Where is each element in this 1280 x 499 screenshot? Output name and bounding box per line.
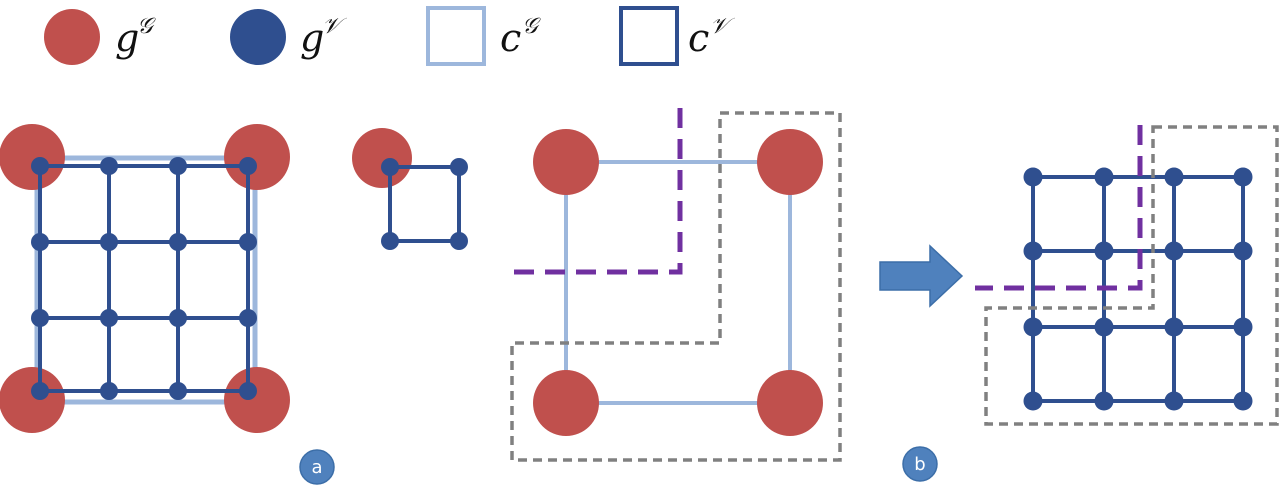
volume-node (31, 382, 49, 400)
volume-node (381, 232, 399, 250)
panel-a-badge: a (299, 449, 335, 485)
volume-node (450, 232, 468, 250)
volume-node (1023, 317, 1043, 337)
volume-node (1094, 317, 1114, 337)
legend-symbol: g (115, 16, 139, 60)
volume-node (1164, 317, 1184, 337)
volume-node (1094, 391, 1114, 411)
volume-node (1094, 167, 1114, 187)
volume-node (1023, 241, 1043, 261)
legend-superscript: 𝒢 (137, 14, 156, 39)
geometry-node (224, 367, 290, 433)
volume-node (239, 382, 257, 400)
panel-b-grid (975, 125, 1279, 426)
volume-node (100, 382, 118, 400)
geometry-cell-swatch (426, 6, 486, 66)
legend-superscript: 𝒢 (522, 14, 541, 39)
cut-line (975, 125, 1143, 291)
panel-a-grid (0, 124, 290, 433)
legend-symbol: c (688, 16, 709, 60)
volume-node (239, 309, 257, 327)
geometry-node (0, 367, 65, 433)
volume-node (1233, 317, 1253, 337)
volume-grid (1023, 167, 1253, 411)
legend-superscript: 𝒱 (710, 14, 735, 39)
legend-symbol: c (500, 16, 521, 60)
panel-a-coarse-cell (510, 108, 842, 462)
volume-node (1164, 391, 1184, 411)
geometry-node (757, 370, 823, 436)
volume-node (31, 233, 49, 251)
volume-cell-small (381, 158, 468, 250)
volume-node (169, 157, 187, 175)
volume-node (31, 157, 49, 175)
region-outline (510, 111, 842, 462)
geometry-node (757, 129, 823, 195)
volume-node (1164, 167, 1184, 187)
geometry-node (533, 129, 599, 195)
volume-node (1233, 241, 1253, 261)
legend-item-volume-cell: c 𝒱 (619, 6, 735, 66)
volume-node (239, 233, 257, 251)
cut-line (512, 108, 683, 275)
geometry-cell-outline (564, 160, 792, 405)
volume-node (100, 309, 118, 327)
legend-item-volume-node: g 𝒱 (230, 9, 347, 65)
volume-node (100, 157, 118, 175)
panel-b-badge: b (902, 446, 938, 482)
geometry-node-swatch (44, 9, 100, 65)
legend-superscript: 𝒱 (322, 14, 347, 39)
geometry-node (224, 124, 290, 190)
panel-a-small-cell (352, 128, 468, 250)
legend: g 𝒢 g 𝒱 c 𝒢 c 𝒱 (44, 6, 735, 66)
badge-circle (299, 449, 335, 485)
geometry-cell-outline (34, 155, 258, 405)
geometry-node (0, 124, 65, 190)
volume-node (169, 309, 187, 327)
volume-node (1233, 391, 1253, 411)
geometry-node (352, 128, 412, 188)
geometry-node (533, 370, 599, 436)
volume-node (239, 157, 257, 175)
volume-node (169, 382, 187, 400)
legend-item-geometry-node: g 𝒢 (44, 9, 156, 65)
volume-node (31, 309, 49, 327)
region-outline (984, 125, 1279, 426)
arrow-right-icon (879, 244, 964, 308)
volume-node (381, 158, 399, 176)
legend-symbol: g (300, 16, 324, 60)
volume-node (169, 233, 187, 251)
volume-node (1023, 167, 1043, 187)
volume-node (450, 158, 468, 176)
volume-node-swatch (230, 9, 286, 65)
panel-a-label: a (311, 457, 322, 478)
volume-node (1094, 241, 1114, 261)
volume-node (1233, 167, 1253, 187)
volume-cell-swatch (619, 6, 679, 66)
legend-item-geometry-cell: c 𝒢 (426, 6, 541, 66)
volume-node (1023, 391, 1043, 411)
volume-grid (31, 157, 257, 400)
panel-b-label: b (914, 454, 925, 475)
volume-node (100, 233, 118, 251)
badge-circle (902, 446, 938, 482)
volume-node (1164, 241, 1184, 261)
